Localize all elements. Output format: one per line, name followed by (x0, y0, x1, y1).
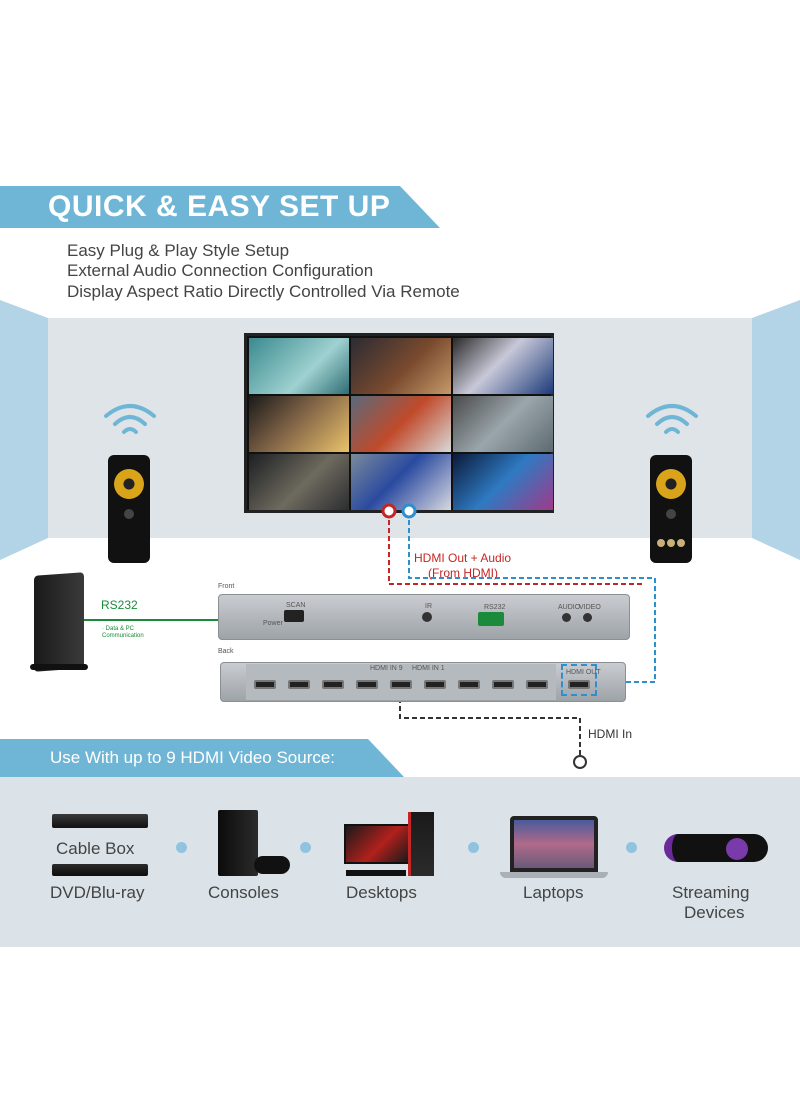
cable-box-image (52, 814, 148, 828)
hdmi-in-label: HDMI In (588, 727, 633, 741)
tile-welding-image (249, 396, 349, 452)
back-panel-label: Back (218, 648, 234, 655)
page-title: QUICK & EASY SET UP (48, 190, 391, 223)
video-port[interactable] (583, 613, 592, 622)
hdmi-out-sublabel: (From HDMI) (428, 566, 498, 580)
desktop-tower-image (408, 812, 434, 876)
tile-package-image (351, 338, 451, 394)
wireless-signal-icon (646, 404, 698, 434)
tv-display (244, 333, 554, 513)
ir-sensor-icon (422, 612, 432, 622)
hdmi-input-port-2[interactable] (492, 680, 514, 689)
feature-plug-and-play: Easy Plug & Play Style Setup (67, 241, 290, 260)
pc-tower-base (30, 664, 88, 670)
room-wall-right (752, 300, 800, 560)
audio-port-label: AUDIO (558, 604, 581, 611)
streaming-label: Streaming (672, 883, 750, 902)
rs232-port-label: RS232 (484, 604, 506, 611)
rs232-port[interactable] (478, 612, 504, 626)
tile-football-image (453, 338, 553, 394)
feature-aspect-ratio: Display Aspect Ratio Directly Controlled… (67, 282, 460, 301)
remote-dpad-icon (726, 838, 748, 860)
title-banner (0, 186, 440, 228)
hdmi-out-highlight (561, 664, 597, 696)
separator-dot (300, 842, 311, 853)
power-label: Power (263, 620, 283, 627)
laptops-label: Laptops (523, 883, 584, 902)
scan-label: SCAN (286, 602, 306, 609)
hdmi-output-port[interactable] (568, 680, 590, 689)
desktops-label: Desktops (346, 883, 417, 902)
speaker-woofer (656, 469, 686, 499)
separator-dot (176, 842, 187, 853)
feature-external-audio: External Audio Connection Configuration (67, 261, 374, 280)
sources-banner (0, 739, 404, 777)
rs232-description: · Data & PC Communication (102, 626, 144, 639)
tile-city-image (453, 454, 553, 510)
separator-dot (468, 842, 479, 853)
hdmi-out-port-label: HDMI OUT (566, 669, 601, 676)
dvd-bluray-label: DVD/Blu-ray (50, 883, 145, 902)
tile-jetski-image (453, 396, 553, 452)
audio-port[interactable] (562, 613, 571, 622)
ir-label: IR (425, 603, 432, 610)
front-panel-label: Front (218, 583, 235, 590)
hdmi-input-port-6[interactable] (356, 680, 378, 689)
streaming-remote-image (664, 834, 768, 862)
hdmi-out-label: HDMI Out + Audio (414, 551, 512, 565)
speaker-tweeter (124, 509, 134, 519)
video-port-label: VIDEO (579, 604, 601, 611)
separator-dot (626, 842, 637, 853)
laptop-image (510, 816, 598, 872)
pc-tower-image (34, 572, 84, 672)
devices-label: Devices (684, 903, 745, 922)
room-wall-left (0, 300, 48, 560)
speaker-tweeter (666, 509, 676, 519)
consoles-label: Consoles (208, 883, 279, 902)
tile-motorcycle-image (351, 454, 451, 510)
scan-button[interactable] (284, 610, 304, 622)
hdmi-in-1-label: HDMI IN 1 (412, 665, 445, 672)
keyboard-image (346, 870, 406, 876)
hdmi-input-port-4[interactable] (424, 680, 446, 689)
controller-image (254, 856, 290, 874)
hdmi-in-9-label: HDMI IN 9 (370, 665, 403, 672)
dvd-player-image (52, 864, 148, 876)
speaker-knob (657, 539, 665, 547)
hdmi-input-port-5[interactable] (390, 680, 412, 689)
speaker-knob (667, 539, 675, 547)
hdmi-input-port-3[interactable] (458, 680, 480, 689)
speaker-right (650, 455, 692, 563)
sources-title: Use With up to 9 HDMI Video Source: (50, 748, 336, 767)
hdmi-input-port-8[interactable] (288, 680, 310, 689)
speaker-knob (677, 539, 685, 547)
hdmi-input-port-9[interactable] (254, 680, 276, 689)
tile-reader-image (249, 454, 349, 510)
laptop-base (500, 872, 608, 878)
tile-surfer-image (249, 338, 349, 394)
speaker-left (108, 455, 150, 563)
hdmi-input-port-7[interactable] (322, 680, 344, 689)
wireless-signal-icon (104, 404, 156, 434)
speaker-woofer (114, 469, 144, 499)
desktop-monitor-image (344, 824, 410, 864)
rs232-label: RS232 (101, 598, 138, 612)
hdmi-input-port-1[interactable] (526, 680, 548, 689)
cable-box-label: Cable Box (56, 839, 135, 858)
console-image (218, 810, 258, 876)
tile-engine-image (351, 396, 451, 452)
